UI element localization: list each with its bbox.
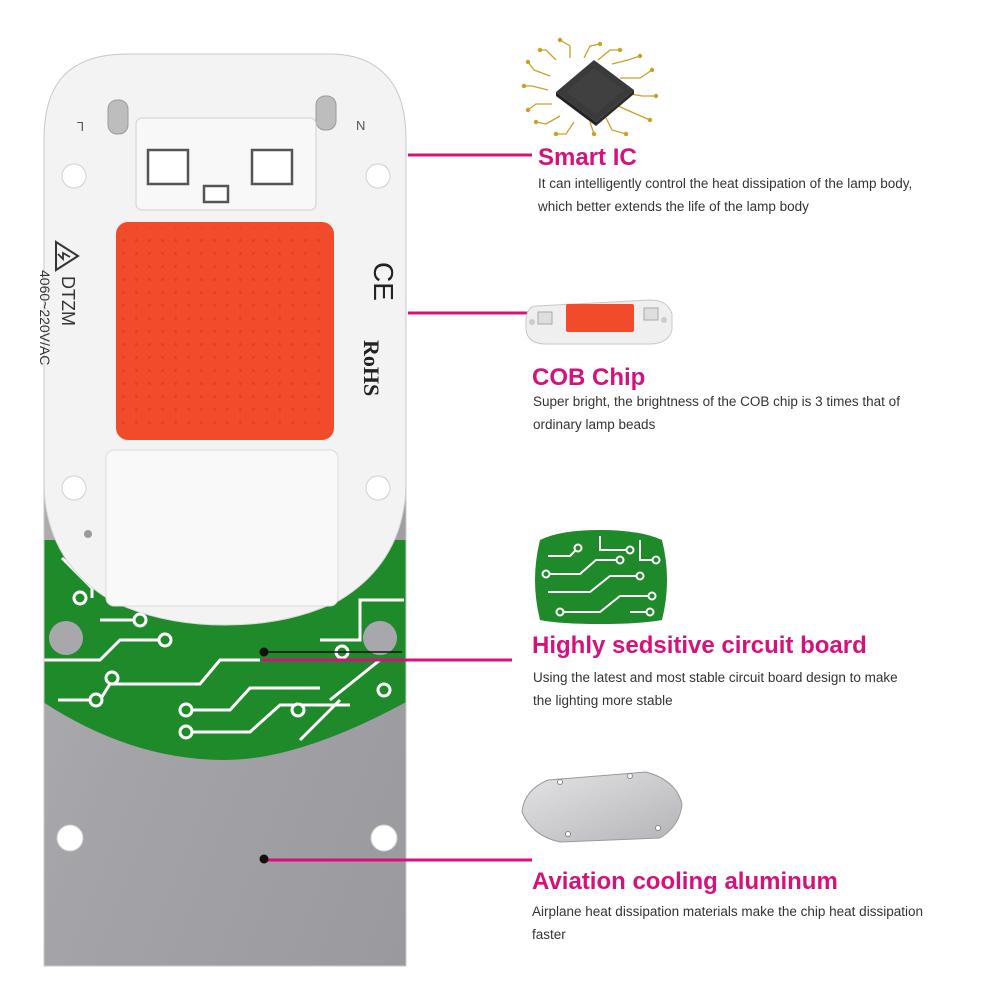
feature-title-cob-chip: COB Chip [532, 364, 646, 391]
ic-pad-right [250, 148, 294, 186]
callout-lines [262, 153, 532, 862]
solder-pad-l [107, 99, 129, 135]
feature-desc-smart-ic: It can intelligently control the heat di… [538, 172, 912, 218]
cob-module-icon [525, 299, 673, 345]
driver-cover [105, 449, 339, 607]
voltage-label: 4060~220V/AC [37, 270, 53, 365]
feature-title-aluminum: Aviation cooling aluminum [532, 868, 838, 895]
ic-pad-left [146, 148, 190, 186]
feature-title-circuit-board: Highly sedsitive circuit board [532, 632, 867, 659]
circuit-cutouts [49, 621, 397, 655]
solder-pad-n [315, 95, 337, 131]
feature-desc-aluminum: Airplane heat dissipation materials make… [532, 900, 923, 946]
feature-desc-line: the lighting more stable [533, 693, 673, 708]
feature-desc-line: faster [532, 927, 566, 942]
ce-mark: CE [368, 262, 399, 301]
pad-label-l: L [77, 119, 84, 134]
mounting-holes [56, 163, 398, 852]
ic-chip-icon [521, 37, 659, 137]
feature-desc-line: Using the latest and most stable circuit… [533, 670, 898, 685]
cob-module: L N DTZM 4060~220V/AC CE RoHS [37, 53, 407, 967]
callout-dot-circuit [259, 647, 269, 657]
feature-desc-line: which better extends the life of the lam… [538, 199, 809, 214]
high-voltage-icon [55, 240, 80, 272]
pad-label-n: N [356, 118, 365, 133]
driver-ic-area [135, 117, 317, 211]
feature-desc-line: Super bright, the brightness of the COB … [533, 394, 900, 409]
callout-dot-aluminum [259, 854, 269, 864]
feature-title-smart-ic: Smart IC [538, 144, 637, 171]
cob-chip-dots [122, 228, 328, 434]
feature-desc-line: Airplane heat dissipation materials make… [532, 904, 923, 919]
feature-desc-cob-chip: Super bright, the brightness of the COB … [533, 390, 900, 436]
rohs-mark: RoHS [359, 340, 384, 396]
circuit-board-icon [535, 530, 667, 624]
aluminum-plate-icon [521, 771, 683, 843]
brand-label: DTZM [58, 276, 78, 326]
feature-desc-line: ordinary lamp beads [533, 417, 656, 432]
ic-pad-center [202, 184, 230, 204]
feature-desc-line: It can intelligently control the heat di… [538, 176, 913, 191]
feature-desc-circuit-board: Using the latest and most stable circuit… [533, 666, 898, 712]
